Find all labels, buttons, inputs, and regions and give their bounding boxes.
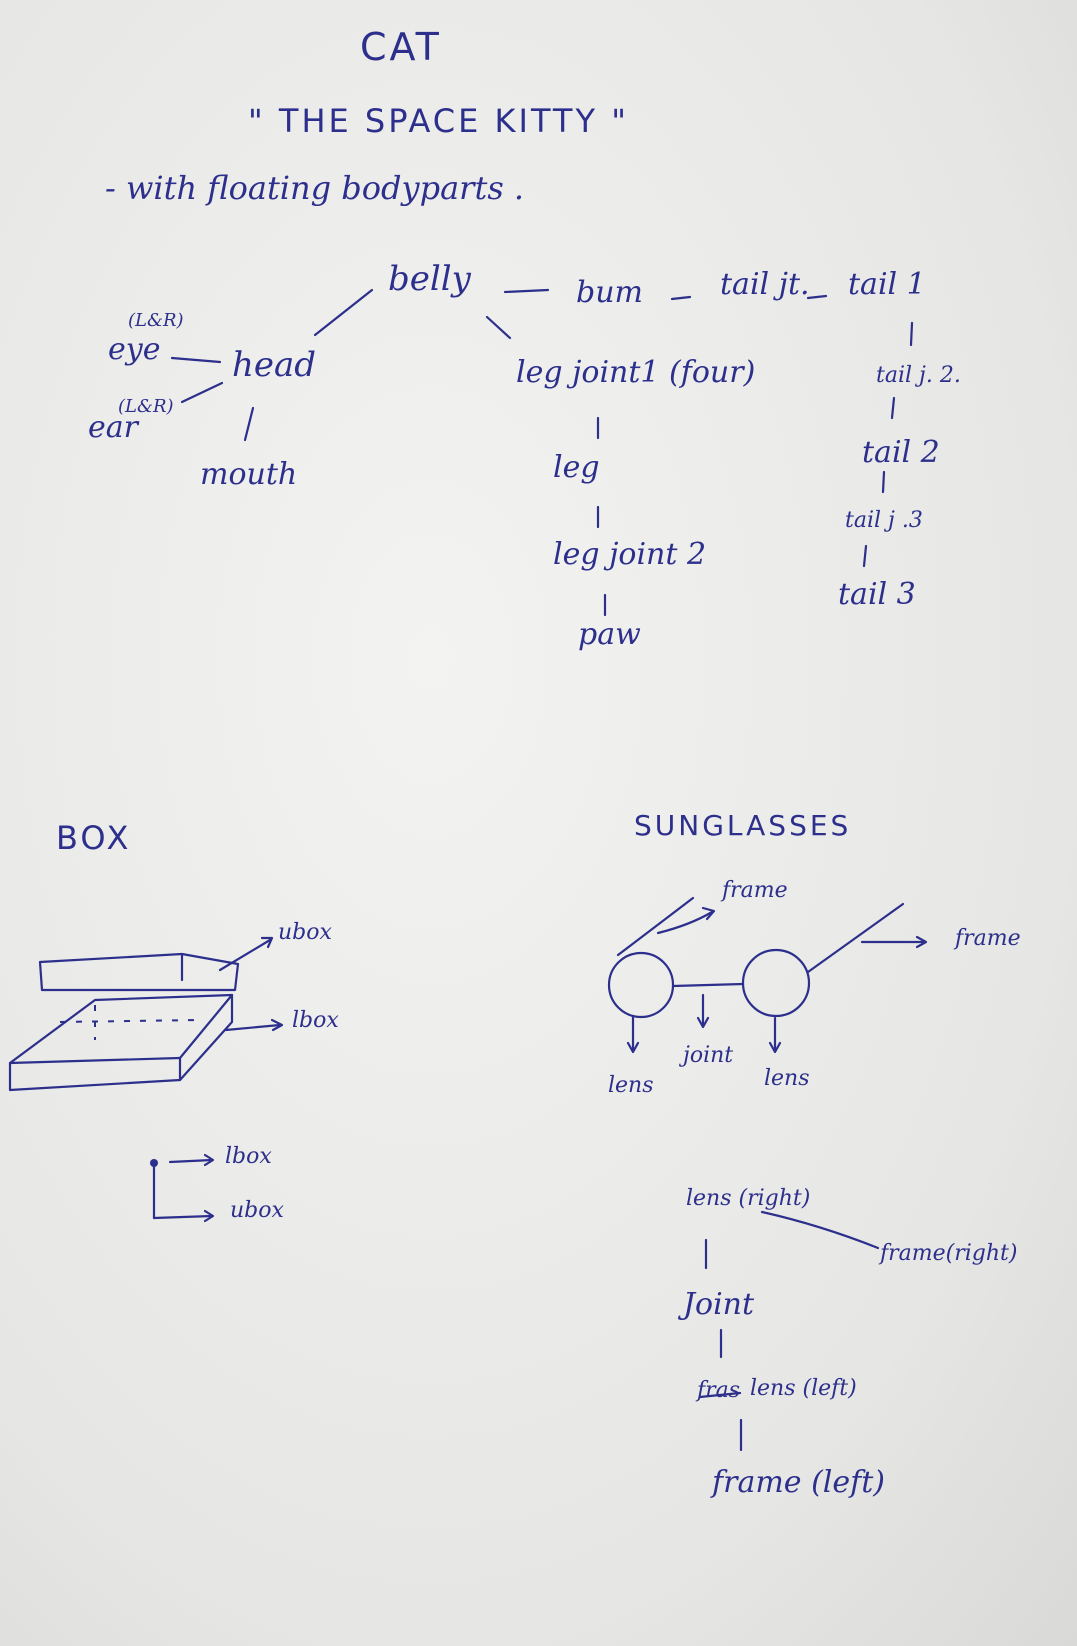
node-bum: bum <box>576 275 643 310</box>
node-leg-joint-1: leg joint1 (four) <box>516 355 756 390</box>
lbox-label: lbox <box>292 1008 339 1033</box>
node-tail-j2: tail j. 2. <box>876 363 961 388</box>
lower-box-side-edge <box>178 993 234 1060</box>
hier-ubox-arrowhead <box>203 1209 215 1223</box>
ubox-label: ubox <box>278 920 332 945</box>
node-head: head <box>232 345 317 385</box>
node-tail-j3: tail j .3 <box>845 508 923 533</box>
frame-top-arrowhead <box>701 906 716 921</box>
h-lens-left-strike: fras <box>697 1378 741 1403</box>
bridge-joint <box>671 982 745 988</box>
strike-through <box>698 1391 742 1399</box>
eye-head-link <box>170 356 222 364</box>
right-lens-arrowhead <box>768 1041 782 1054</box>
ubox-arrowhead <box>260 936 274 949</box>
tail1-tailj2-link <box>909 321 914 347</box>
node-leg: leg <box>553 450 600 485</box>
right-lens-circle <box>741 948 811 1018</box>
lower-box-hidden-edge <box>59 1019 201 1023</box>
h-lens-left: lens (left) <box>750 1376 857 1401</box>
lens-left-label: lens <box>608 1073 654 1098</box>
joint-arrowhead <box>696 1016 710 1029</box>
left-lens-circle <box>607 951 675 1019</box>
h-lens-right: lens (right) <box>686 1186 811 1211</box>
h-frame-left: frame (left) <box>712 1465 885 1500</box>
bum-tailjt-link <box>670 295 692 301</box>
tailjt-tail1-link <box>806 294 828 300</box>
tailj2-tail2-link <box>890 396 896 420</box>
page-title: CAT <box>360 25 442 69</box>
lens-right-frame-right-link <box>760 1210 880 1250</box>
lbox-arrowhead <box>270 1018 284 1032</box>
node-ear: ear <box>88 410 138 445</box>
h-frame-right: frame(right) <box>880 1241 1018 1266</box>
eye-note: (L&R) <box>128 310 184 331</box>
node-eye: eye <box>108 332 161 367</box>
head-belly-link <box>313 288 374 337</box>
lower-box-outline <box>8 993 234 1092</box>
hier-lbox-arrow <box>168 1158 214 1164</box>
node-belly: belly <box>388 259 471 299</box>
tailj3-tail3-link <box>862 544 868 568</box>
left-temple <box>616 896 695 957</box>
lower-box-front-edge <box>8 1056 182 1065</box>
ear-head-link <box>180 381 224 404</box>
sunglasses-title: SUNGLASSES <box>634 809 852 842</box>
tail2-tailj3-link <box>881 470 886 494</box>
frame-right-arrowhead <box>915 935 928 949</box>
node-leg-joint-2: leg joint 2 <box>553 537 707 572</box>
hier-lbox-label: lbox <box>225 1144 272 1169</box>
joint-label: joint <box>683 1043 734 1068</box>
hier-lbox-arrowhead <box>203 1153 215 1167</box>
node-mouth: mouth <box>200 457 298 492</box>
node-paw: paw <box>578 617 641 652</box>
node-tail-1: tail 1 <box>848 267 926 302</box>
belly-bum-link <box>503 288 550 294</box>
right-temple <box>806 902 905 974</box>
upper-box-top <box>38 952 240 992</box>
lbox-pointer <box>224 1023 282 1032</box>
node-tail-jt: tail jt. <box>720 267 810 302</box>
ubox-pointer <box>218 938 272 972</box>
ear-note: (L&R) <box>118 396 174 417</box>
left-lens-arrowhead <box>626 1041 640 1054</box>
node-tail-3: tail 3 <box>838 577 916 612</box>
hier-ubox-arrow <box>152 1214 214 1220</box>
frame-top-label: frame <box>722 878 788 903</box>
h-joint: Joint <box>683 1287 755 1322</box>
frame-top-pointer <box>656 910 714 935</box>
page-subtitle: " THE SPACE KITTY " <box>248 102 629 140</box>
frame-right-label: frame <box>955 926 1021 951</box>
head-mouth-link <box>243 406 255 442</box>
node-tail-2: tail 2 <box>862 435 940 470</box>
hier-ubox-label: ubox <box>230 1198 284 1223</box>
lens-right-label: lens <box>764 1066 810 1091</box>
box-title: BOX <box>56 819 132 857</box>
page-note: - with floating bodyparts . <box>105 169 525 207</box>
belly-leg-link <box>485 315 512 340</box>
